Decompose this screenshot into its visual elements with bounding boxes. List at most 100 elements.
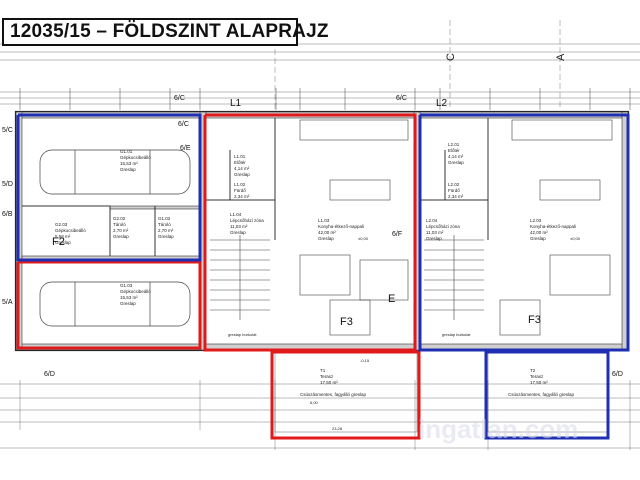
room-l202-name: Fürdő [448, 188, 460, 193]
room-t1-code: T1 [320, 368, 326, 373]
room-l204-name: Lépcsőházi zóna [426, 224, 460, 229]
room-l104-name: Lépcsőházi zóna [230, 218, 264, 223]
room-l104-area: 11,03 m² [230, 224, 248, 229]
room-g203-area: 5,58 m² [55, 234, 71, 239]
room-l202-code: L2.02 [448, 182, 460, 187]
marker-6e: 6/E [180, 145, 191, 152]
room-g101-code: G1.01 [120, 149, 133, 154]
room-t2-name: Terasz [530, 374, 544, 379]
room-l201-floor: Greslap [448, 160, 464, 165]
car-top [39, 149, 191, 195]
room-l201-name: Előtér [448, 148, 460, 153]
blue-highlight-outlines [16, 113, 630, 440]
stair-right [424, 235, 484, 320]
room-tag-f3-mid: F3 [340, 316, 353, 328]
room-l101-code: L1.01 [234, 154, 246, 159]
grid-label-c: C [445, 53, 457, 61]
room-g103-name: Gépkocsibeálló [120, 289, 151, 294]
room-l101-name: Előtér [234, 160, 246, 165]
room-l103-floor: Greslap [318, 236, 334, 241]
room-g101-floor: Greslap [120, 167, 136, 172]
greslap-note-mid: greslap burkolat [228, 332, 257, 337]
room-g203-floor: Greslap [55, 240, 71, 245]
room-l101-area: 4,14 m² [234, 166, 250, 171]
room-g103-area: 15,53 m² [120, 295, 138, 300]
title-box: 12035/15 – FÖLDSZINT ALAPRAJZ [2, 18, 328, 46]
room-l204-area: 11,03 m² [426, 230, 444, 235]
room-g102-code: G1.02 [158, 216, 171, 221]
car-bottom [39, 281, 191, 327]
room-l101-floor: Greslap [234, 172, 250, 177]
room-g202-code: G2.02 [113, 216, 126, 221]
room-l102-code: L1.02 [234, 182, 246, 187]
marker-6c-mid: 6/C [396, 95, 407, 102]
room-l204-code: L2.04 [426, 218, 438, 223]
room-t2-area: 17,50 m² [530, 380, 548, 385]
elevation-c: -0,15 [360, 358, 370, 363]
room-l203-name: Konyha-étkező-nappali [530, 224, 576, 229]
top-tick-marks [19, 88, 631, 110]
red-highlight-mid-unit [16, 113, 421, 440]
greslap-note-right: greslap burkolat [442, 332, 471, 337]
dim-mid: 6,00 [310, 400, 319, 405]
room-t1-floor: Csúszásmentes, fagyálló greslap [300, 392, 367, 397]
room-g101-area: 15,53 m² [120, 161, 138, 166]
top-dimension-lines [0, 43, 640, 105]
dim-total: 23,28 [332, 426, 343, 431]
room-l203-code: L2.03 [530, 218, 542, 223]
room-t2-floor: Csúszásmentes, fagyálló greslap [508, 392, 575, 397]
section-l1-label: L1 [230, 98, 242, 109]
room-l103-code: L1.03 [318, 218, 330, 223]
room-tag-e: E [388, 293, 395, 305]
marker-5c: 5/C [2, 127, 13, 134]
elevation-a: ±0,00 [358, 236, 369, 241]
room-l203-floor: Greslap [530, 236, 546, 241]
room-tag-f2: F2 [52, 236, 65, 248]
marker-6d-right: 6/D [612, 371, 623, 378]
room-g202-floor: Greslap [113, 234, 129, 239]
room-l203-area: 42,00 m² [530, 230, 548, 235]
room-g202-name: Tároló [113, 222, 126, 227]
room-g103-floor: Greslap [120, 301, 136, 306]
elevation-b: ±0,00 [570, 236, 581, 241]
rooms-right: L2.01 Előtér 4,14 m² Greslap L2.02 Fürdő… [426, 142, 576, 397]
room-g101-name: Gépkocsibeálló [120, 155, 151, 160]
bottom-dimension-lines [0, 380, 640, 450]
room-t2-code: T2 [530, 368, 536, 373]
room-g102-name: Tároló [158, 222, 171, 227]
room-t1-name: Terasz [320, 374, 334, 379]
room-l102-area: 2,34 m² [234, 194, 250, 199]
room-l103-name: Konyha-étkező-nappali [318, 224, 364, 229]
room-g102-area: 2,70 m² [158, 228, 174, 233]
room-l201-area: 4,14 m² [448, 154, 464, 159]
room-g203-code: G2.03 [55, 222, 68, 227]
stair-mid [210, 235, 270, 320]
page-title: 12035/15 – FÖLDSZINT ALAPRAJZ [10, 21, 329, 42]
rooms-mid: L1.01 Előtér 4,14 m² Greslap L1.02 Fürdő… [230, 154, 367, 397]
room-g203-name: Gépkocsibeálló [55, 228, 86, 233]
marker-5d: 5/D [2, 181, 13, 188]
room-l104-code: L1.04 [230, 212, 242, 217]
marker-5a: 5/A [2, 299, 13, 306]
room-l103-area: 42,00 m² [318, 230, 336, 235]
room-g202-area: 2,70 m² [113, 228, 129, 233]
marker-6c-upper: 6/C [178, 121, 189, 128]
room-tag-f3-right: F3 [528, 314, 541, 326]
section-l2-label: L2 [436, 98, 448, 109]
room-l201-code: L2.01 [448, 142, 460, 147]
room-t1-area: 17,50 m² [320, 380, 338, 385]
room-l104-floor: Greslap [230, 230, 246, 235]
marker-6d-left: 6/D [44, 371, 55, 378]
grid-axes [274, 20, 561, 110]
rooms-left: G1.01 Gépkocsibeálló 15,53 m² Greslap G1… [55, 149, 174, 306]
marker-6f: 6/F [392, 231, 402, 238]
room-l202-area: 2,34 m² [448, 194, 464, 199]
room-g103-code: G1.03 [120, 283, 133, 288]
room-l204-floor: Greslap [426, 236, 442, 241]
kitchen-right [499, 119, 613, 336]
kitchen-mid [299, 119, 409, 336]
room-l102-name: Fürdő [234, 188, 246, 193]
marker-6b: 6/B [2, 211, 13, 218]
